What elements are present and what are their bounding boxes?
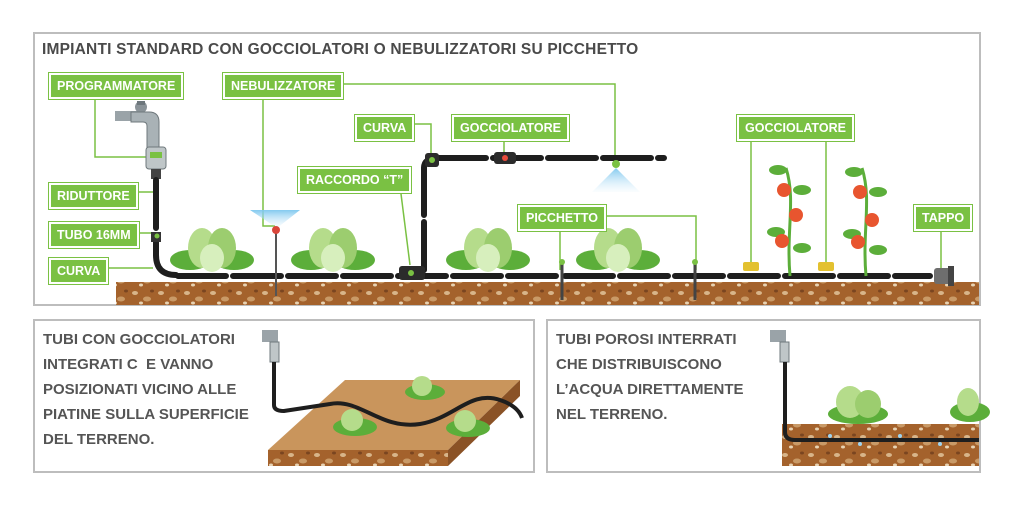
lettuce-plants	[170, 228, 660, 272]
label-nebulizzatore: NEBULIZZATORE	[223, 73, 344, 99]
tap-programmer	[115, 101, 167, 179]
tomato-plants	[743, 165, 887, 277]
desc-line: PIATINE SULLA SUPERFICIE	[43, 406, 249, 423]
top-soil	[116, 282, 979, 305]
desc-line: INTEGRATI C E VANNO	[43, 356, 214, 373]
buried-porous-description: TUBI POROSI INTERRATI CHE DISTRIBUISCONO…	[556, 327, 744, 427]
nebulizer-hanging	[592, 160, 640, 192]
desc-line: TUBI CON GOCCIOLATORI	[43, 331, 235, 348]
stakes	[560, 262, 697, 300]
label-programmatore: PROGRAMMATORE	[49, 73, 184, 99]
desc-line: CHE DISTRIBUISCONO	[556, 356, 722, 373]
desc-line: NEL TERRENO.	[556, 406, 668, 423]
fittings	[151, 152, 954, 286]
pipes	[153, 155, 933, 279]
label-curva-top: CURVA	[355, 115, 415, 141]
surface-drip-description: TUBI CON GOCCIOLATORI INTEGRATI C E VANN…	[43, 327, 249, 452]
label-raccordo-t: RACCORDO “T”	[298, 167, 412, 193]
surface-drip-scene	[262, 330, 524, 466]
label-tappo: TAPPO	[914, 205, 973, 231]
label-curva-bottom: CURVA	[49, 258, 109, 284]
label-gocciolatore-1: GOCCIOLATORE	[452, 115, 569, 141]
buried-porous-scene	[770, 330, 990, 466]
nebulizer-ground	[250, 210, 300, 296]
desc-line: POSIZIONATI VICINO ALLE	[43, 381, 237, 398]
label-riduttore: RIDUTTORE	[49, 183, 138, 209]
page-title: IMPIANTI STANDARD CON GOCCIOLATORI O NEB…	[42, 41, 639, 58]
desc-line: DEL TERRENO.	[43, 431, 155, 448]
label-picchetto: PICCHETTO	[518, 205, 606, 231]
desc-line: TUBI POROSI INTERRATI	[556, 331, 737, 348]
desc-line: L’ACQUA DIRETTAMENTE	[556, 381, 744, 398]
label-tubo-16mm: TUBO 16MM	[49, 222, 139, 248]
label-gocciolatore-2: GOCCIOLATORE	[737, 115, 854, 141]
